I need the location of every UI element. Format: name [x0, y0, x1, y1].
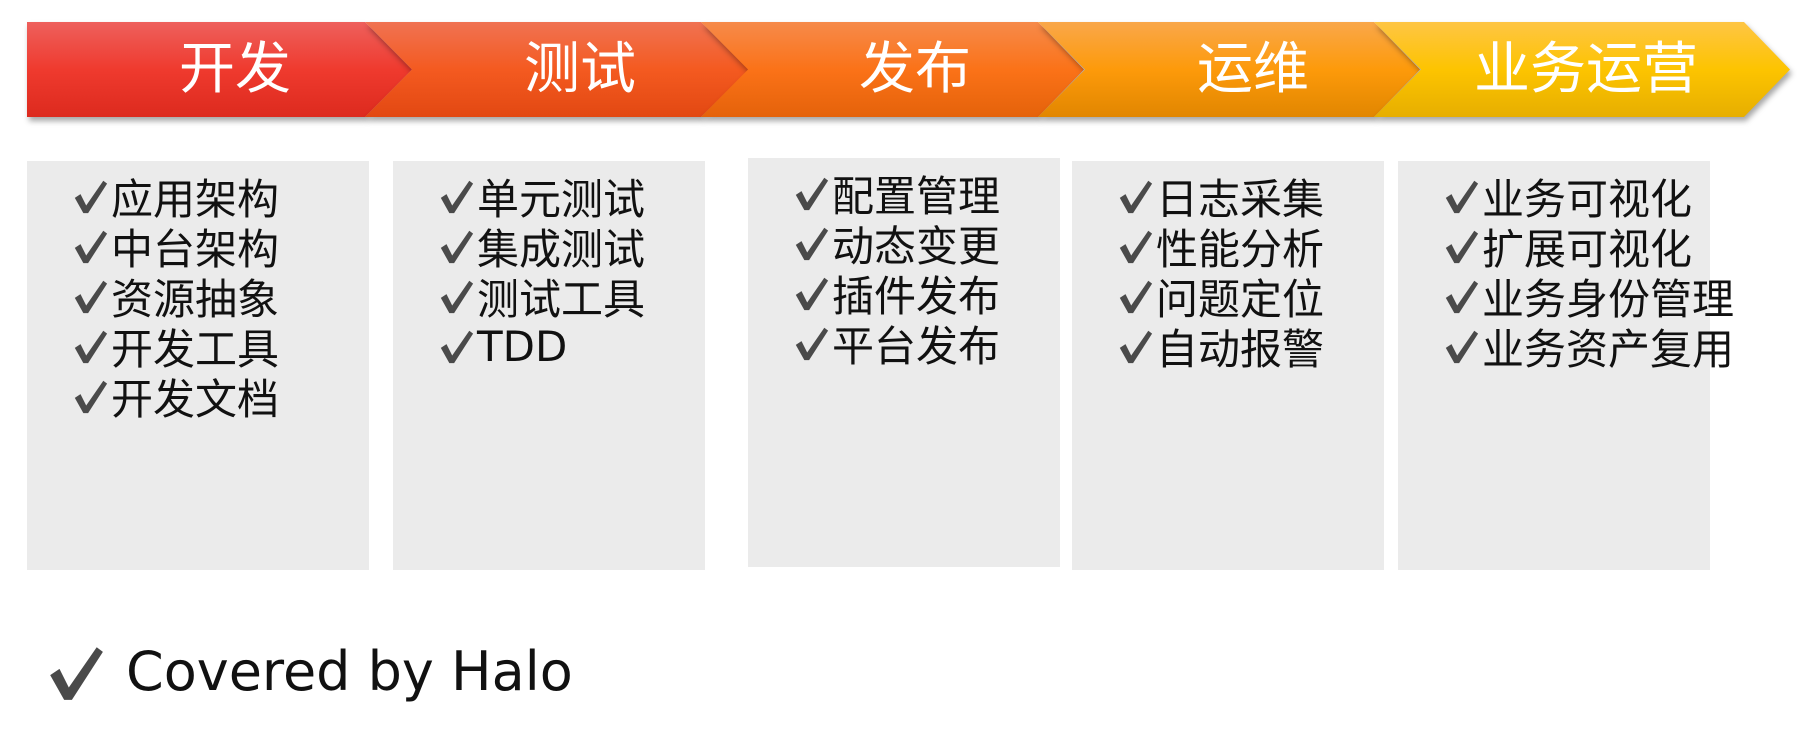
item-label: 业务可视化 — [1482, 174, 1693, 224]
list-item: 业务可视化 — [1442, 171, 1734, 224]
check-icon — [795, 177, 829, 211]
item-label: 扩展可视化 — [1482, 224, 1693, 274]
item-label: 平台发布 — [832, 321, 1001, 371]
item-label: 插件发布 — [832, 271, 1001, 321]
item-label: 性能分析 — [1156, 224, 1325, 274]
list-item: 集成测试 — [437, 221, 645, 274]
item-label: 测试工具 — [477, 274, 646, 324]
list-item: 自动报警 — [1116, 321, 1324, 374]
check-icon — [1119, 230, 1153, 264]
stage-label: 发布 — [859, 37, 971, 102]
check-icon — [1445, 230, 1479, 264]
list-item: 业务身份管理 — [1442, 271, 1734, 324]
check-icon — [440, 280, 474, 314]
item-label: 日志采集 — [1156, 174, 1325, 224]
check-icon — [74, 380, 108, 414]
process-flow-header: 开发 测试 发布 运维 业务运营 — [0, 0, 1804, 130]
check-icon — [440, 230, 474, 264]
check-icon — [74, 280, 108, 314]
check-icon — [795, 277, 829, 311]
check-icon — [440, 330, 474, 364]
list-item: 资源抽象 — [71, 271, 279, 324]
list-item: 扩展可视化 — [1442, 221, 1734, 274]
legend-label: Covered by Halo — [126, 640, 573, 703]
item-label: 集成测试 — [477, 224, 646, 274]
check-icon — [1119, 330, 1153, 364]
item-list: 配置管理动态变更插件发布平台发布 — [792, 168, 1000, 371]
item-label: 中台架构 — [111, 224, 280, 274]
check-icon — [1119, 180, 1153, 214]
list-item: TDD — [437, 321, 645, 371]
check-icon — [1119, 280, 1153, 314]
chevron-shape — [1374, 22, 1790, 117]
chevron-shape — [365, 22, 749, 117]
stage-chevron-4: 运维 — [1038, 22, 1420, 117]
chevron-shape — [1038, 22, 1420, 117]
stage-label: 运维 — [1197, 37, 1309, 102]
stage-label: 测试 — [524, 37, 636, 102]
stage-box-3: 配置管理动态变更插件发布平台发布 — [748, 158, 1060, 567]
list-item: 业务资产复用 — [1442, 321, 1734, 374]
item-label: 问题定位 — [1156, 274, 1325, 324]
check-icon — [74, 330, 108, 364]
check-icon — [1445, 330, 1479, 364]
list-item: 日志采集 — [1116, 171, 1324, 224]
check-icon — [50, 646, 103, 700]
list-item: 中台架构 — [71, 221, 279, 274]
list-item: 问题定位 — [1116, 271, 1324, 324]
stage-chevron-1: 开发 — [27, 22, 412, 117]
item-label: 业务身份管理 — [1482, 274, 1735, 324]
item-label: 开发文档 — [111, 374, 280, 424]
check-icon — [1445, 280, 1479, 314]
item-label: TDD — [477, 321, 568, 371]
stage-label: 业务运营 — [1474, 37, 1698, 102]
stage-label: 开发 — [179, 37, 291, 102]
list-item: 单元测试 — [437, 171, 645, 224]
check-icon — [440, 180, 474, 214]
list-item: 性能分析 — [1116, 221, 1324, 274]
item-list: 日志采集性能分析问题定位自动报警 — [1116, 171, 1324, 374]
check-icon — [795, 327, 829, 361]
item-label: 应用架构 — [111, 174, 280, 224]
stage-chevron-2: 测试 — [365, 22, 749, 117]
item-list: 业务可视化扩展可视化业务身份管理业务资产复用 — [1442, 171, 1734, 374]
item-list: 应用架构中台架构资源抽象开发工具开发文档 — [71, 171, 279, 424]
item-label: 动态变更 — [832, 221, 1001, 271]
item-label: 业务资产复用 — [1482, 324, 1735, 374]
stage-box-5: 业务可视化扩展可视化业务身份管理业务资产复用 — [1398, 161, 1734, 570]
chevron-shape — [701, 22, 1084, 117]
legend: Covered by Halo — [44, 640, 573, 703]
check-icon — [1445, 180, 1479, 214]
item-label: 资源抽象 — [111, 274, 280, 324]
check-icon — [74, 230, 108, 264]
stage-chevron-5: 业务运营 — [1374, 22, 1790, 117]
chevron-shape — [27, 22, 412, 117]
list-item: 开发工具 — [71, 321, 279, 374]
list-item: 配置管理 — [792, 168, 1000, 221]
check-icon — [795, 227, 829, 261]
list-item: 插件发布 — [792, 268, 1000, 321]
list-item: 平台发布 — [792, 318, 1000, 371]
list-item: 测试工具 — [437, 271, 645, 324]
check-icon — [74, 180, 108, 214]
item-label: 自动报警 — [1156, 324, 1325, 374]
list-item: 应用架构 — [71, 171, 279, 224]
item-label: 开发工具 — [111, 324, 280, 374]
item-label: 配置管理 — [832, 171, 1001, 221]
list-item: 开发文档 — [71, 371, 279, 424]
stage-chevron-3: 发布 — [701, 22, 1084, 117]
item-label: 单元测试 — [477, 174, 646, 224]
list-item: 动态变更 — [792, 218, 1000, 271]
stage-box-4: 日志采集性能分析问题定位自动报警 — [1072, 161, 1384, 570]
stage-box-1: 应用架构中台架构资源抽象开发工具开发文档 — [27, 161, 369, 570]
